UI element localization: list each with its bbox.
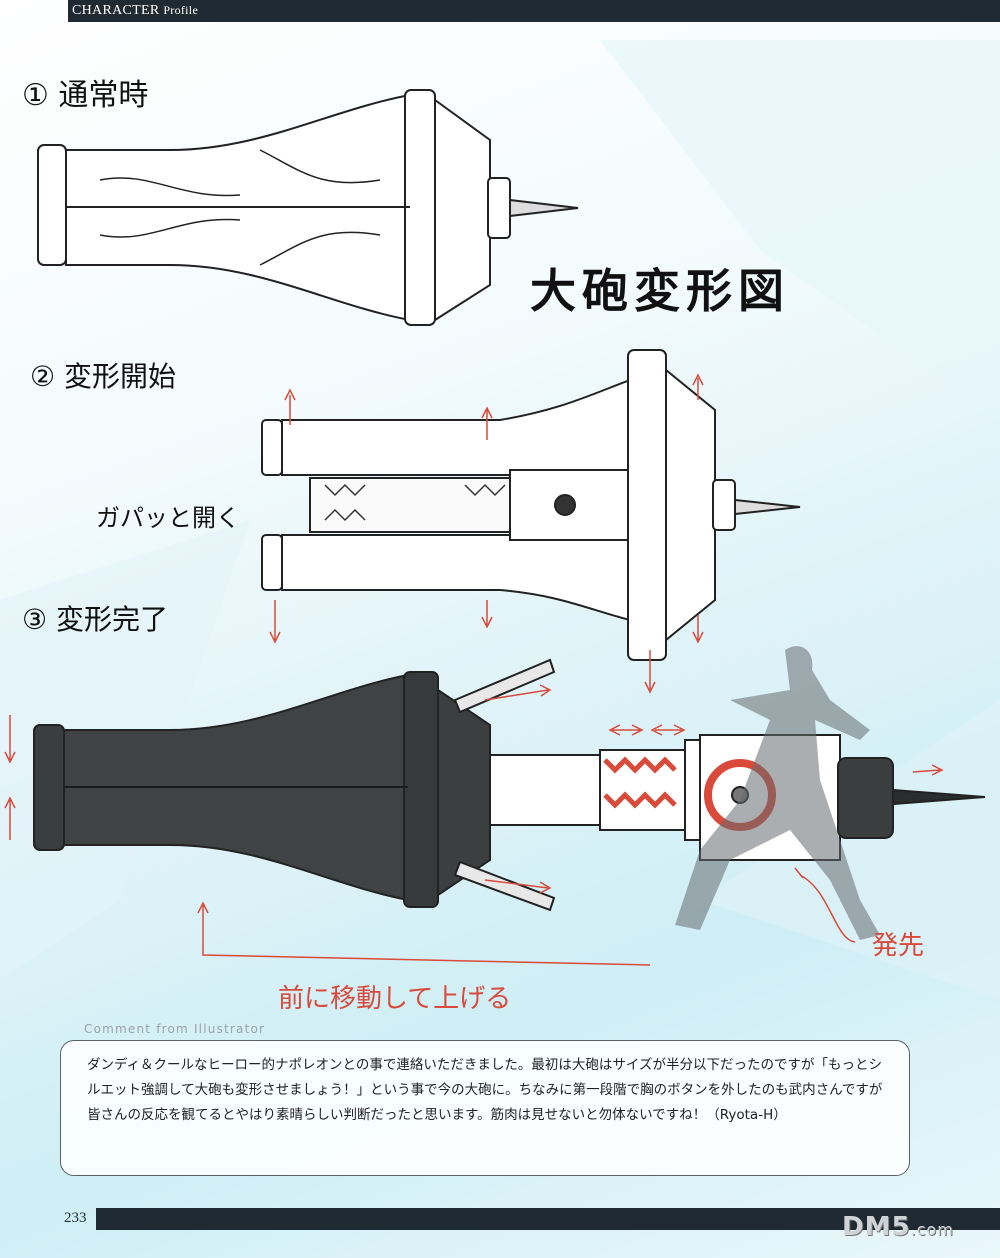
cannon-stage-3 <box>33 646 986 940</box>
main-title: 大砲変形図 <box>530 264 790 318</box>
direction-arrows <box>4 373 944 966</box>
cannon-stage-1 <box>37 89 579 326</box>
comment-text: ダンディ＆クールなヒーロー的ナポレオンとの事で連絡いただきました。最初は大砲はサ… <box>87 1057 883 1123</box>
fire-note: 発先 <box>872 931 925 961</box>
step-2-label: ② 変形開始 <box>30 360 177 393</box>
move-note: 前に移動して上げる <box>278 984 512 1014</box>
footer-bar <box>96 1208 1000 1230</box>
open-note: ガパッと開く <box>96 504 240 532</box>
page-number: 233 <box>64 1210 87 1226</box>
comment-box: ダンディ＆クールなヒーロー的ナポレオンとの事で連絡いただきました。最初は大砲はサ… <box>60 1040 910 1176</box>
comment-title: Comment from Illustrator <box>84 1022 266 1036</box>
header-title: CHARACTER Profile <box>72 3 199 18</box>
watermark-logo: DM5.com <box>842 1212 954 1242</box>
cannon-stage-2 <box>261 349 801 661</box>
step-3-label: ③ 変形完了 <box>22 603 169 636</box>
header-bar <box>68 0 1000 22</box>
step-1-label: ① 通常時 <box>22 78 149 113</box>
